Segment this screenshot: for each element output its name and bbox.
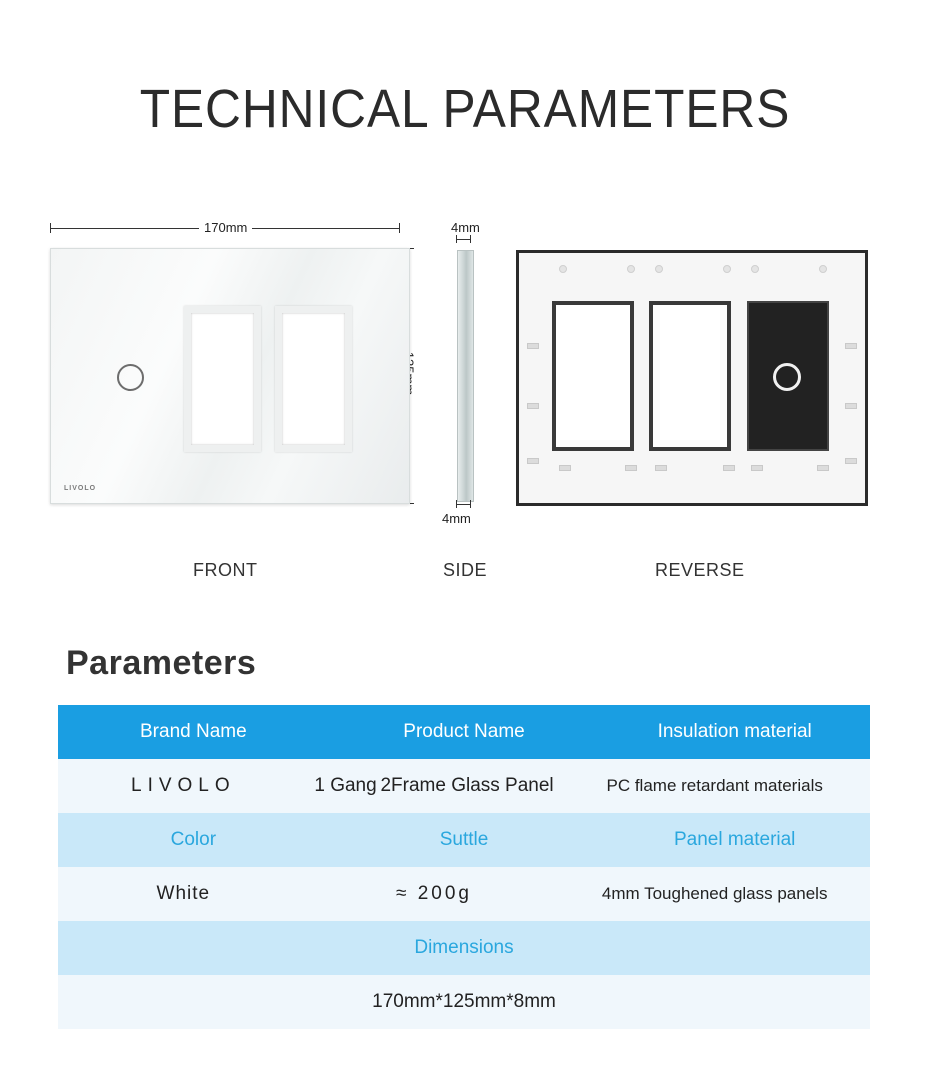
product-name-value: 1 Gang 2Frame Glass Panel — [314, 775, 554, 796]
header-panel-material: Panel material — [673, 829, 796, 850]
side-bottom-dim-label: 4mm — [442, 511, 471, 526]
side-top-tick-right — [470, 235, 471, 243]
side-clip — [527, 458, 539, 464]
side-top-dim-label: 4mm — [451, 220, 480, 235]
parameters-title: Parameters — [66, 644, 257, 682]
side-clip — [845, 343, 857, 349]
livolo-logo: LIVOLO — [64, 485, 97, 492]
table-header-row: Brand Name Product Name Insulation mater… — [58, 705, 870, 759]
width-dim-label: 170mm — [199, 220, 253, 235]
bottom-clip — [723, 465, 735, 471]
mount-dot — [655, 265, 663, 273]
bottom-clip — [751, 465, 763, 471]
table-row: 170mm*125mm*8mm — [58, 975, 870, 1029]
front-frame-slot-1 — [184, 306, 261, 452]
front-panel-image: LIVOLO — [50, 248, 410, 504]
header-product-name: Product Name — [403, 721, 525, 742]
side-clip — [845, 458, 857, 464]
brand-name-value: LIVOLO — [131, 775, 236, 796]
mount-dot — [723, 265, 731, 273]
mount-dot — [751, 265, 759, 273]
panel-material-value: 4mm Toughened glass panels — [601, 884, 828, 903]
mount-dot — [819, 265, 827, 273]
side-clip — [845, 403, 857, 409]
front-view-label: FRONT — [193, 560, 258, 580]
table-subheader-row: Color Suttle Panel material — [58, 813, 870, 867]
table-row: White ≈ 200g 4mm Toughened glass panels — [58, 867, 870, 921]
side-clip — [527, 403, 539, 409]
page-title: TECHNICAL PARAMETERS — [139, 79, 791, 139]
color-value: White — [156, 883, 211, 904]
reverse-switch-module — [747, 301, 829, 451]
header-dimensions: Dimensions — [414, 937, 514, 958]
bottom-clip — [559, 465, 571, 471]
reverse-frame-slot-1 — [552, 301, 634, 451]
header-suttle: Suttle — [439, 829, 489, 850]
mount-dot — [627, 265, 635, 273]
suttle-value: ≈ 200g — [396, 883, 472, 904]
reverse-view-label: REVERSE — [655, 560, 745, 580]
header-brand-name: Brand Name — [140, 721, 247, 742]
dimensions-value: 170mm*125mm*8mm — [372, 991, 556, 1012]
side-bottom-tick-right — [470, 500, 471, 508]
touch-button-icon — [773, 363, 801, 391]
bottom-clip — [817, 465, 829, 471]
side-bottom-dim-line — [456, 504, 470, 505]
table-subheader-row: Dimensions — [58, 921, 870, 975]
header-insulation-material: Insulation material — [657, 721, 812, 742]
bottom-clip — [625, 465, 637, 471]
reverse-frame-slot-2 — [649, 301, 731, 451]
touch-button-icon — [117, 364, 144, 391]
side-panel-image — [457, 250, 474, 502]
header-color: Color — [170, 829, 217, 850]
bottom-clip — [655, 465, 667, 471]
mount-dot — [559, 265, 567, 273]
insulation-material-value: PC flame retardant materials — [606, 776, 823, 795]
reverse-panel-backplate — [519, 253, 865, 503]
side-top-dim-line — [456, 239, 470, 240]
front-frame-slot-2 — [275, 306, 352, 452]
parameters-table: Brand Name Product Name Insulation mater… — [58, 705, 870, 1029]
side-view-label: SIDE — [443, 560, 488, 580]
side-clip — [527, 343, 539, 349]
width-dim-tick-right — [399, 223, 400, 233]
reverse-panel-image — [516, 250, 868, 506]
table-row: LIVOLO 1 Gang 2Frame Glass Panel PC flam… — [58, 759, 870, 813]
